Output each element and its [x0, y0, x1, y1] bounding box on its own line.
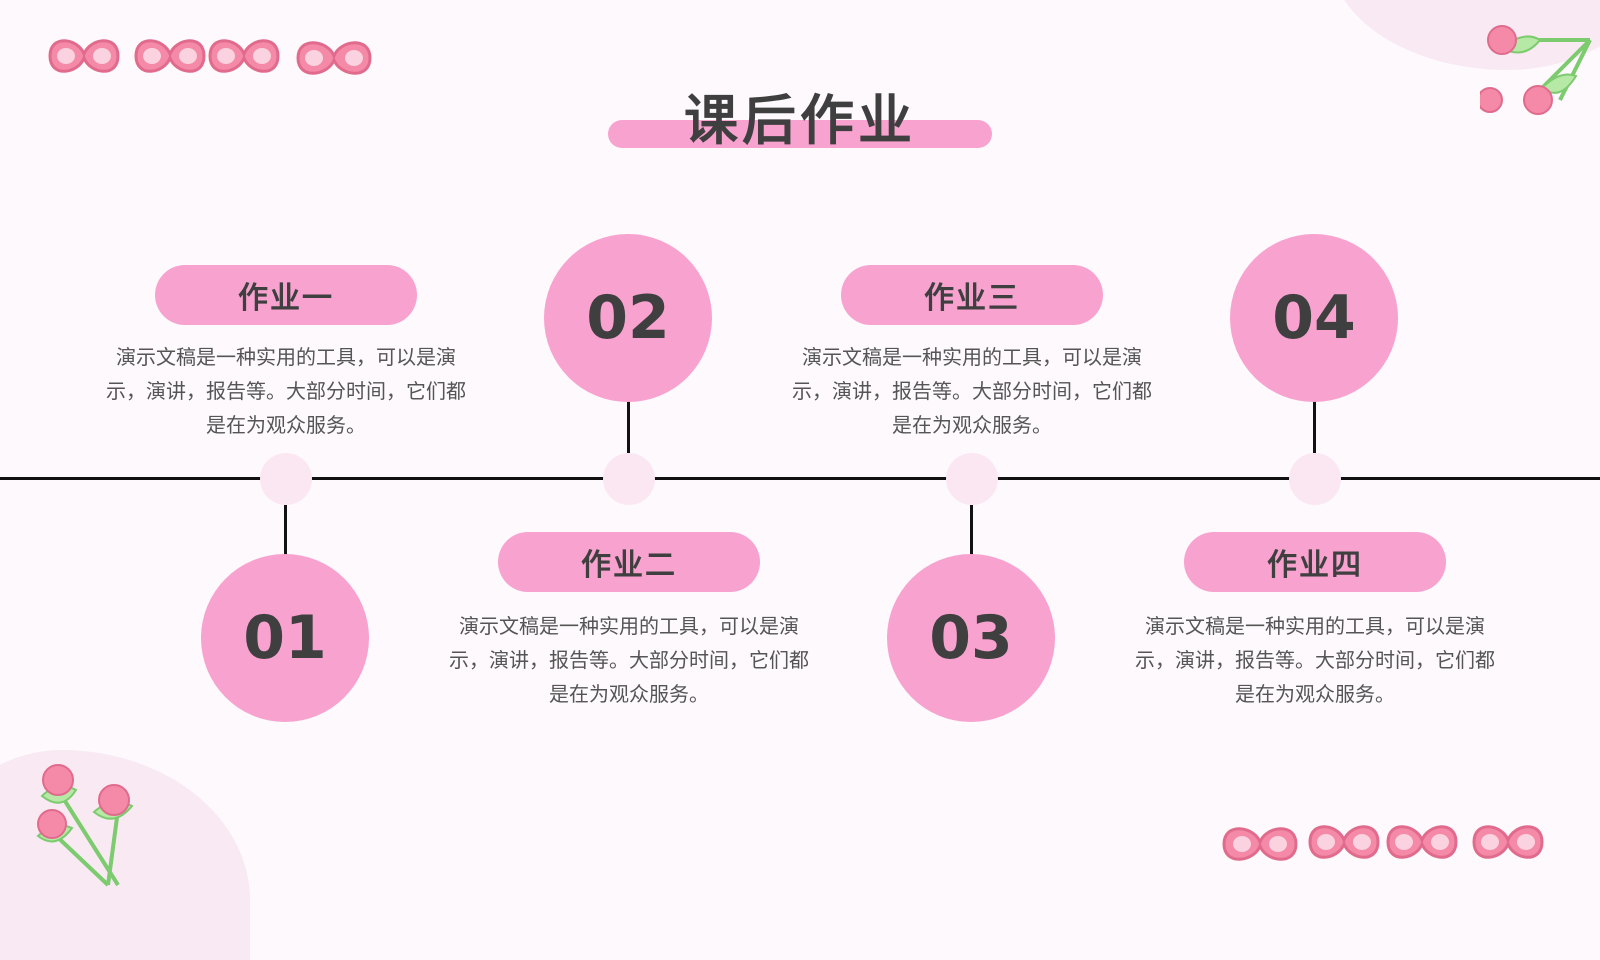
timeline-node-1 — [260, 453, 312, 505]
item-number-4: 04 — [1230, 234, 1398, 402]
item-heading-2: 作业二 — [498, 532, 760, 592]
item-description-3: 演示文稿是一种实用的工具，可以是演示，演讲，报告等。大部分时间，它们都是在为观众… — [792, 345, 1152, 437]
timeline-node-3 — [946, 453, 998, 505]
item-description-4: 演示文稿是一种实用的工具，可以是演示，演讲，报告等。大部分时间，它们都是在为观众… — [1135, 614, 1495, 706]
bow-ribbon-icon — [44, 28, 384, 84]
page-title: 课后作业 — [684, 89, 916, 152]
timeline-stem-3 — [970, 505, 973, 555]
item-number-1: 01 — [201, 554, 369, 722]
timeline-stem-2 — [627, 400, 630, 453]
title-block: 课后作业 — [0, 70, 1600, 160]
timeline-stem-4 — [1313, 400, 1316, 453]
item-heading-1: 作业一 — [155, 265, 417, 325]
item-number-2: 02 — [544, 234, 712, 402]
timeline-node-2 — [603, 453, 655, 505]
flower-bud-icon — [1477, 10, 1600, 129]
timeline-node-4 — [1289, 453, 1341, 505]
item-description-2: 演示文稿是一种实用的工具，可以是演示，演讲，报告等。大部分时间，它们都是在为观众… — [449, 614, 809, 706]
flower-bud-icon — [28, 760, 148, 894]
timeline-stem-1 — [284, 505, 287, 555]
timeline-line — [0, 477, 1600, 480]
item-description-1: 演示文稿是一种实用的工具，可以是演示，演讲，报告等。大部分时间，它们都是在为观众… — [106, 345, 466, 437]
item-heading-3: 作业三 — [841, 265, 1103, 325]
title-underline-bar — [608, 120, 992, 148]
bow-ribbon-icon — [1218, 814, 1558, 870]
item-number-3: 03 — [887, 554, 1055, 722]
item-heading-4: 作业四 — [1184, 532, 1446, 592]
